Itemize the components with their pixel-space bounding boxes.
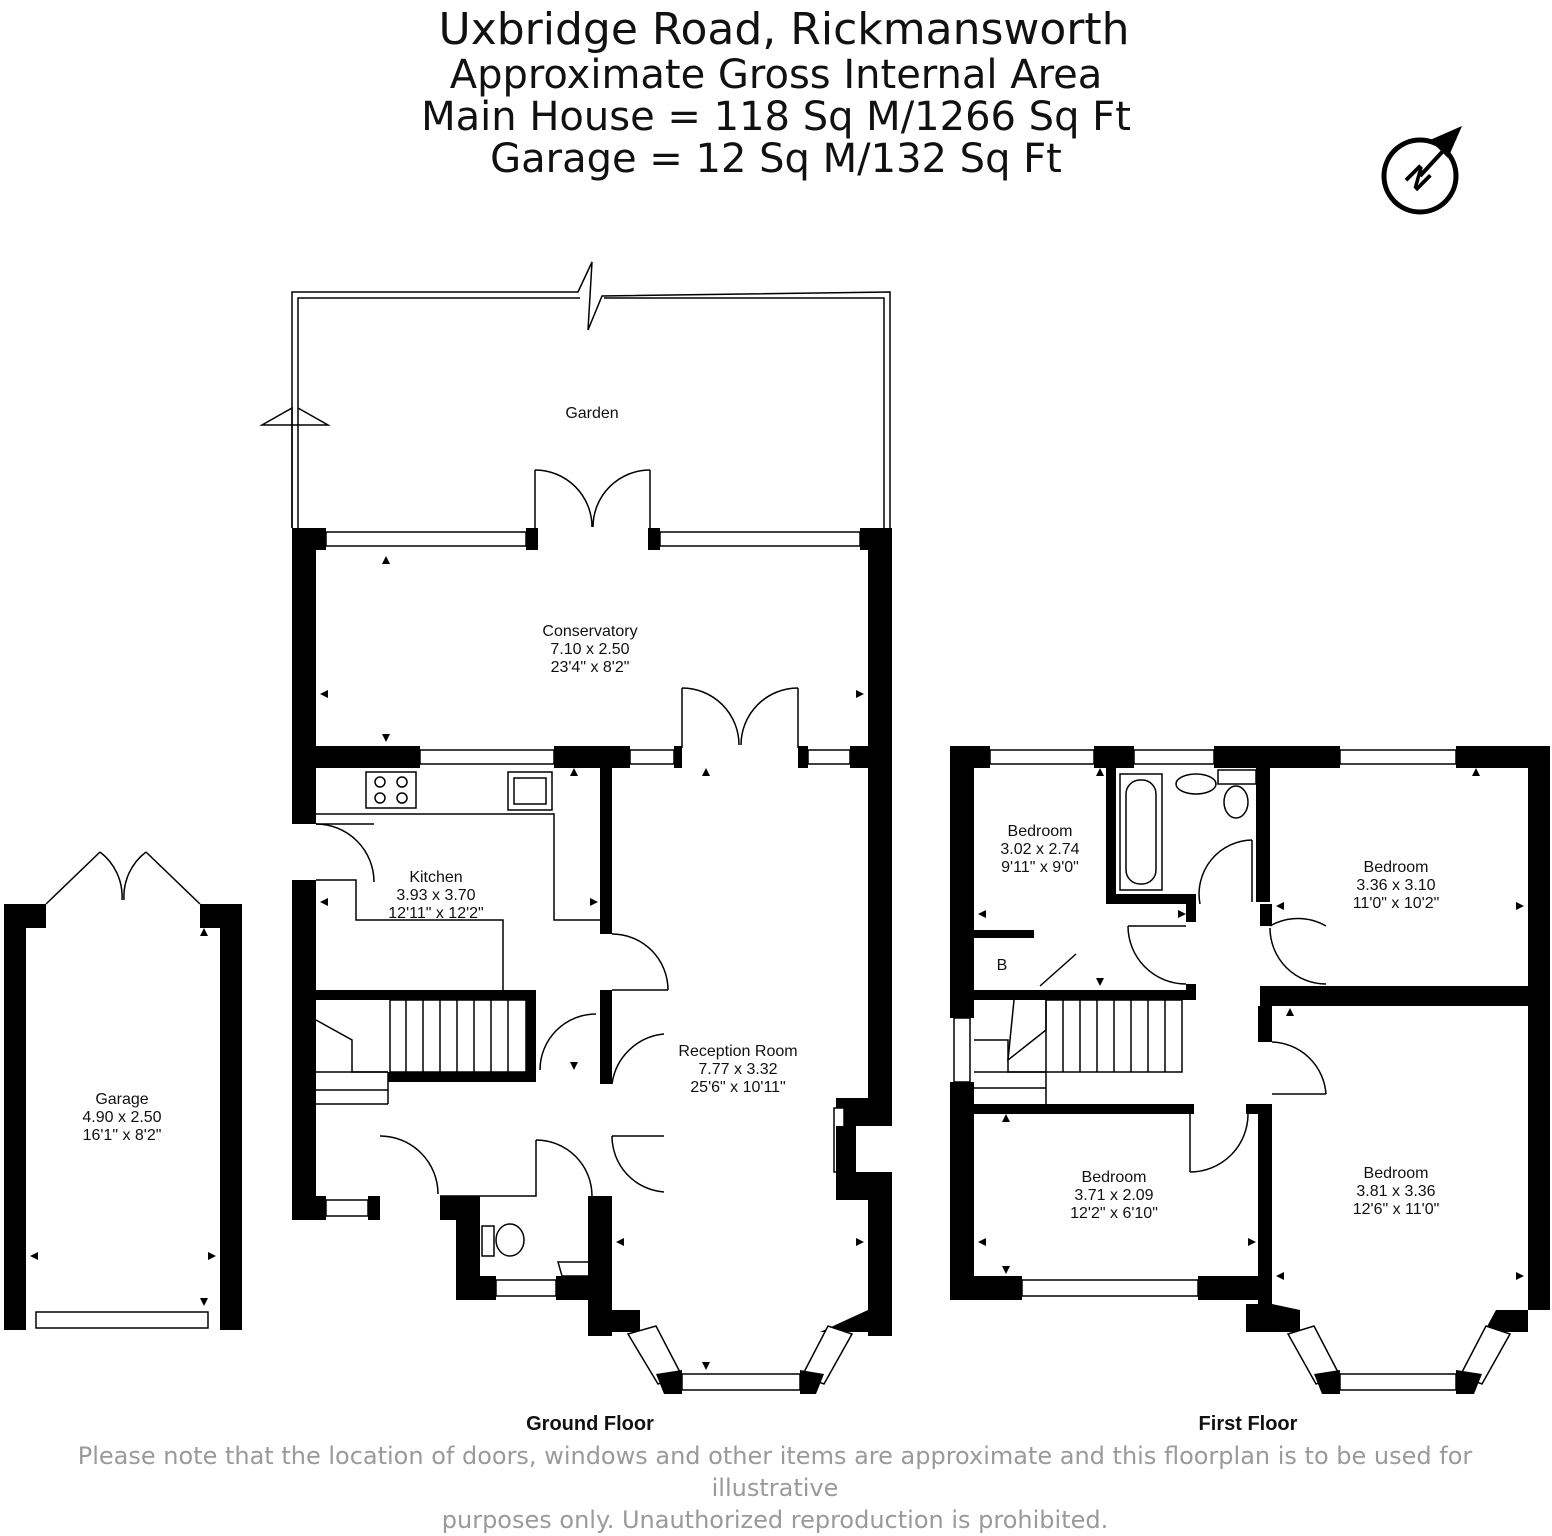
reception-imperial: 25'6" x 10'11"	[690, 1079, 785, 1096]
bedroom2-metric: 3.36 x 3.10	[1356, 877, 1435, 894]
bedroom4-imperial: 12'6" x 11'0"	[1353, 1201, 1440, 1218]
bedroom3-imperial: 12'2" x 6'10"	[1070, 1205, 1158, 1222]
address-title: Uxbridge Road, Rickmansworth	[438, 4, 1130, 55]
garage-area: Garage = 12 Sq M/132 Sq Ft	[490, 136, 1062, 182]
main-house-area: Main House = 118 Sq M/1266 Sq Ft	[421, 94, 1131, 140]
bedroom4-metric: 3.81 x 3.36	[1356, 1183, 1435, 1200]
first-floor-label: First Floor	[1199, 1413, 1298, 1435]
bedroom3-label: Bedroom	[1082, 1169, 1147, 1186]
bedroom3-metric: 3.71 x 2.09	[1074, 1187, 1153, 1204]
reception-metric: 7.77 x 3.32	[698, 1061, 777, 1078]
bedroom4-label: Bedroom	[1364, 1165, 1429, 1182]
bedroom1-imperial: 9'11" x 9'0"	[1001, 859, 1079, 876]
bedroom2-label: Bedroom	[1364, 859, 1429, 876]
garage-plan	[4, 851, 242, 1330]
kitchen-metric: 3.93 x 3.70	[396, 887, 475, 904]
bedroom1-label: Bedroom	[1008, 823, 1073, 840]
boiler-label: B	[997, 957, 1008, 974]
measurement-markers	[30, 556, 1524, 1370]
disclaimer: Please note that the location of doors, …	[40, 1440, 1510, 1536]
kitchen-label: Kitchen	[409, 869, 462, 886]
north-compass-icon: N	[1381, 126, 1462, 215]
bedroom2-imperial: 11'0" x 10'2"	[1353, 895, 1440, 912]
garage-metric: 4.90 x 2.50	[82, 1109, 161, 1126]
conservatory-label: Conservatory	[542, 623, 637, 640]
garage-label: Garage	[95, 1091, 148, 1108]
reception-label: Reception Room	[678, 1043, 797, 1060]
conservatory-metric: 7.10 x 2.50	[550, 641, 629, 658]
first-floor-plan	[950, 746, 1550, 1394]
ground-floor-label: Ground Floor	[526, 1413, 654, 1435]
conservatory-imperial: 23'4" x 8'2"	[551, 659, 630, 676]
garden-label: Garden	[565, 405, 618, 422]
kitchen-imperial: 12'11" x 12'2"	[388, 905, 483, 922]
garden-outline	[259, 261, 891, 530]
disclaimer-line1: Please note that the location of doors, …	[77, 1442, 1473, 1502]
first-floor-stairs	[974, 999, 1183, 1104]
bedroom1-metric: 3.02 x 2.74	[1000, 841, 1079, 858]
ground-floor-plan	[259, 261, 892, 1394]
garage-imperial: 16'1" x 8'2"	[83, 1127, 162, 1144]
area-subtitle: Approximate Gross Internal Area	[449, 52, 1103, 98]
disclaimer-line2: purposes only. Unauthorized reproduction…	[441, 1506, 1109, 1534]
ground-stairs	[315, 999, 527, 1105]
